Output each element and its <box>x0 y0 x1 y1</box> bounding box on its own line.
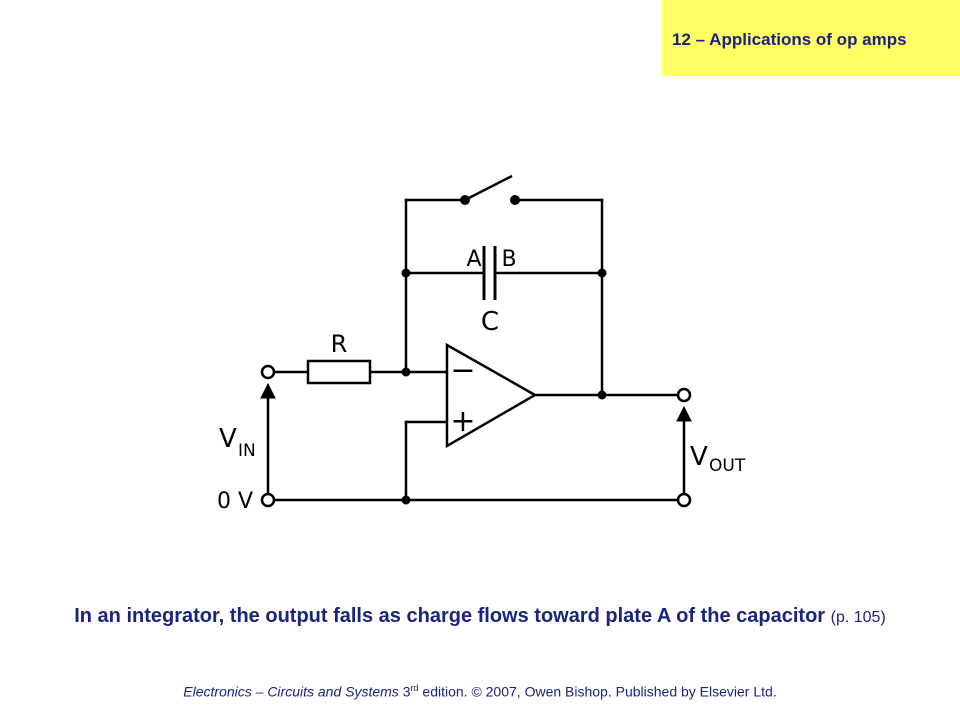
integrator-circuit-diagram: R A B C − + V IN V OUT 0 V <box>217 174 746 514</box>
copyright-footer: Electronics – Circuits and Systems 3rd e… <box>0 683 960 700</box>
junction-input <box>401 367 411 377</box>
minus-sign: − <box>450 353 475 388</box>
footer-edition-suffix: rd <box>410 683 419 693</box>
plate-b-label: B <box>501 247 516 272</box>
op-amp-triangle <box>445 342 538 449</box>
footer-edition-number: 3 <box>398 683 411 700</box>
junction-dots <box>401 195 607 505</box>
chapter-title: 12 – Applications of op amps <box>672 30 907 49</box>
plate-a-label: A <box>466 247 481 272</box>
chapter-header-box: 12 – Applications of op amps <box>662 0 960 76</box>
switch-contact-left <box>460 195 470 205</box>
vout-label-main: V <box>690 442 708 472</box>
junction-cap-right <box>597 268 607 278</box>
caption-page-ref: (p. 105) <box>830 609 886 626</box>
plus-sign: + <box>450 404 475 439</box>
vin-terminal <box>260 364 276 380</box>
junction-output <box>597 390 607 400</box>
slide-caption: In an integrator, the output falls as ch… <box>40 601 920 633</box>
vin-label-sub: IN <box>238 441 256 461</box>
switch-arm <box>464 174 513 202</box>
vout-label-sub: OUT <box>709 456 746 476</box>
vout-terminal <box>676 387 692 403</box>
footer-book-title: Electronics – Circuits and Systems <box>183 683 399 700</box>
ground-label: 0 V <box>217 489 253 514</box>
ground-terminal-right <box>676 492 692 508</box>
resistor <box>306 359 372 385</box>
capacitor-label: C <box>481 307 499 337</box>
vin-arrow-head <box>260 382 276 399</box>
switch-contact-right <box>510 195 520 205</box>
junction-ground <box>401 495 411 505</box>
caption-text: In an integrator, the output falls as ch… <box>74 605 826 627</box>
ground-terminal-left <box>260 492 276 508</box>
resistor-label: R <box>331 330 348 358</box>
vout-arrow-head <box>676 405 692 422</box>
junction-cap-left <box>401 268 411 278</box>
footer-rest: edition. © 2007, Owen Bishop. Published … <box>418 683 777 700</box>
vin-label-main: V <box>219 424 237 454</box>
